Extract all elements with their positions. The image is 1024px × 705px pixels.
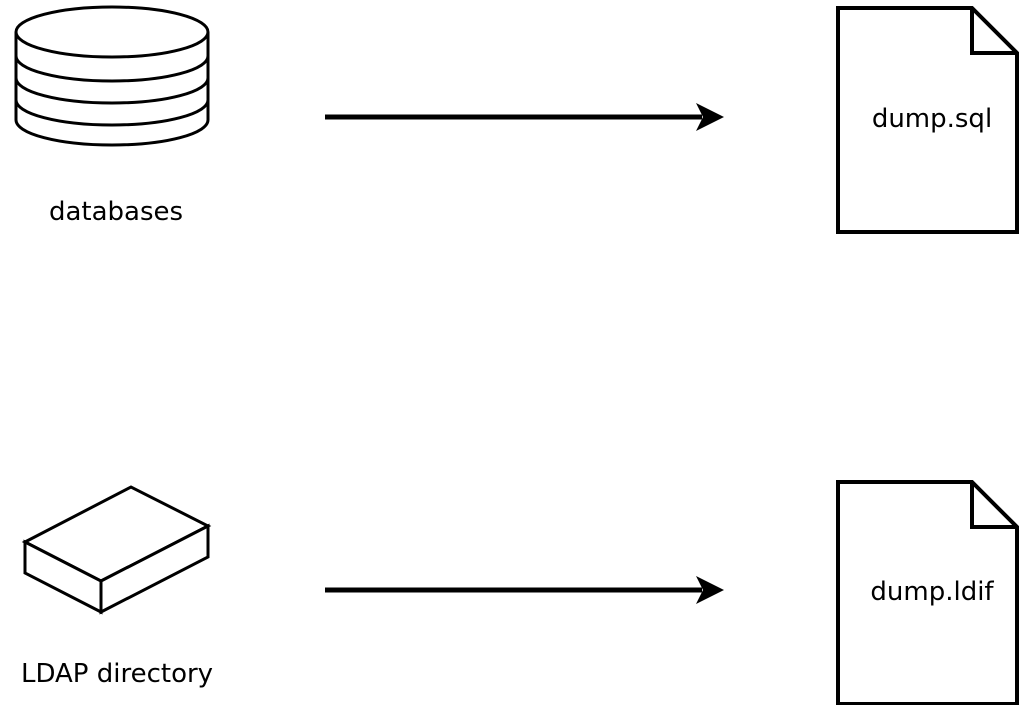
document-outline	[836, 6, 1019, 234]
right-arrow-icon	[325, 103, 724, 131]
target-label-dump-ldif: dump.ldif	[870, 577, 994, 607]
arrow-head	[696, 103, 724, 131]
document-fold-corner	[970, 8, 1017, 55]
target-label-dump-sql: dump.sql	[872, 104, 992, 134]
3d-box-icon	[21, 485, 212, 615]
database-top-ellipse	[14, 5, 210, 59]
database-platter-line	[14, 99, 210, 127]
document-fold-corner	[970, 482, 1017, 529]
box-right-face	[99, 523, 210, 615]
source-label-databases: databases	[49, 197, 183, 227]
database-cylinder-icon	[14, 5, 210, 147]
source-label-ldap-directory: LDAP directory	[21, 659, 213, 689]
database-platter-line	[14, 55, 210, 83]
arrow-head	[696, 576, 724, 604]
document-icon: dump.sql	[836, 6, 1019, 234]
right-arrow-icon	[325, 576, 724, 604]
database-body	[14, 32, 210, 147]
document-icon: dump.ldif	[836, 480, 1019, 705]
document-outline	[836, 480, 1019, 705]
database-platter-line	[14, 77, 210, 105]
